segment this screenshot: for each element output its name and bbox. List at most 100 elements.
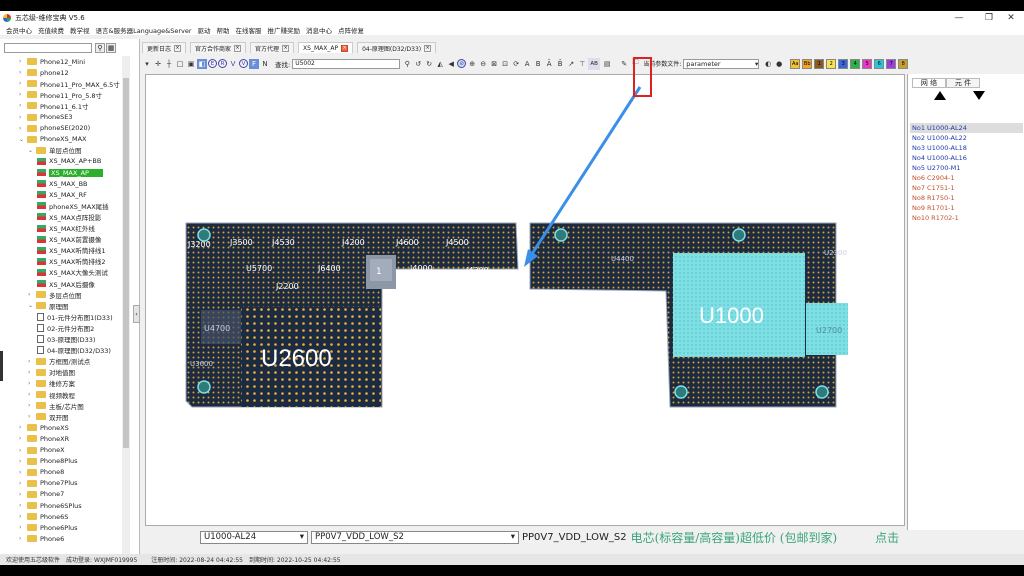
close-tab-icon[interactable]: × [174, 44, 182, 52]
document-tab[interactable]: 04-原理图(D32/D33)× [357, 42, 437, 53]
chevron-right-icon[interactable]: › [19, 457, 22, 465]
tree-node[interactable]: ›Phone8Plus [19, 456, 78, 467]
color-swatch[interactable]: 8 [898, 58, 909, 69]
tree-node[interactable]: ›PhoneXR [19, 433, 69, 444]
param-file-select[interactable]: parameter▾ [683, 58, 760, 69]
tree-node[interactable]: ›维修方案 [28, 378, 75, 389]
close-tab-icon[interactable]: × [424, 44, 432, 52]
tag-icon[interactable]: ⊤ [579, 59, 586, 68]
menu-item[interactable]: 帮助 [216, 26, 230, 35]
tree-node[interactable]: 02-元件分布图2 [37, 322, 94, 333]
color-swatch[interactable]: 4 [850, 58, 861, 69]
refresh-icon[interactable]: ⟳ [513, 59, 520, 68]
arrow-up-icon[interactable] [934, 91, 946, 100]
zoom-box-icon[interactable]: ⊡ [502, 59, 509, 68]
palette-icon[interactable]: ● [776, 59, 783, 68]
close-tab-icon[interactable]: × [234, 44, 242, 52]
tree-node[interactable]: ›Phone11_Pro_5.8寸 [19, 89, 102, 100]
chevron-down-icon[interactable]: ⌄ [19, 135, 25, 143]
chevron-right-icon[interactable]: › [28, 379, 31, 387]
fit-icon[interactable]: ⊠ [491, 59, 498, 68]
tree-node[interactable]: ›Phone7 [19, 489, 64, 500]
tree-node[interactable]: ›PhoneSE3 [19, 112, 73, 123]
menu-item[interactable]: 教学视 [70, 26, 90, 35]
tree-node[interactable]: ›PhoneXS [19, 422, 69, 433]
color-swatch[interactable]: 1 [814, 58, 825, 69]
chevron-right-icon[interactable]: › [19, 113, 22, 121]
edit-icon[interactable]: ✎ [621, 59, 628, 68]
toggle-icon[interactable]: ◐ [765, 59, 772, 68]
promo-banner[interactable]: 电芯(标容量/高容量)超低价 (包邮到家) [630, 530, 838, 545]
maximize-icon[interactable]: ❐ [984, 12, 994, 23]
tree-node[interactable]: ›Phone11_Pro_MAX_6.5寸 [19, 78, 120, 89]
arrow-down-icon[interactable] [973, 91, 985, 100]
mirror-icon[interactable]: ◀ [448, 59, 454, 68]
side-handle[interactable] [0, 351, 3, 381]
tree-search-input[interactable] [4, 42, 92, 53]
u1000-cpu[interactable] [673, 253, 805, 357]
chevron-right-icon[interactable]: › [19, 424, 22, 432]
tree-node[interactable]: ›Phone6 [19, 533, 64, 544]
document-tab[interactable]: 更新日志× [142, 42, 187, 53]
close-tab-icon[interactable]: × [341, 44, 349, 52]
tab-components[interactable]: 元 件 [946, 78, 980, 88]
net-list-item[interactable]: No9 R1701-1 [912, 204, 955, 212]
pin-icon[interactable]: ▾ [145, 59, 149, 68]
v-icon[interactable]: V [230, 59, 236, 68]
f-icon[interactable]: F [249, 58, 259, 69]
tree-node[interactable]: ›方框图/测试点 [28, 356, 90, 367]
side-b-icon[interactable]: B [535, 59, 541, 68]
net-select[interactable]: PP0V7_VDD_LOW_S2▾ [311, 530, 519, 544]
grid-icon[interactable]: ▦ [106, 42, 116, 53]
rotate-left-icon[interactable]: ↺ [415, 59, 422, 68]
close-tab-icon[interactable]: × [282, 44, 290, 52]
tree-node[interactable]: XS_MAX前置摄像 [37, 234, 101, 245]
net-list-item[interactable]: No10 R1702-1 [912, 214, 959, 222]
tree-node[interactable]: ›Phone6S [19, 511, 68, 522]
tree-node[interactable]: XS_MAX点阵投影 [37, 211, 101, 222]
chevron-right-icon[interactable]: › [19, 513, 22, 521]
circle-v-icon[interactable]: V [239, 59, 248, 68]
find-search-icon[interactable]: ⚲ [404, 59, 410, 68]
promo-click-link[interactable]: 点击 [875, 530, 900, 545]
close-icon[interactable]: ✕ [1007, 12, 1015, 23]
menu-item[interactable]: 会员中心 [6, 26, 32, 35]
tree-node[interactable]: ›Phone6Plus [19, 522, 78, 533]
tree-node[interactable]: XS_MAX听筒排线1 [37, 245, 105, 256]
menu-item[interactable]: 语言&服务器Language&Server [95, 26, 192, 35]
color-swatch[interactable]: 7 [886, 58, 897, 69]
chevron-right-icon[interactable]: › [28, 291, 31, 299]
color-swatch[interactable]: 6 [874, 58, 885, 69]
search-icon[interactable]: ⚲ [95, 42, 105, 53]
chevron-right-icon[interactable]: › [19, 502, 22, 509]
compass-icon[interactable]: ⊘ [457, 59, 467, 68]
collapse-panel-button[interactable]: ‹ [133, 305, 140, 323]
chevron-right-icon[interactable]: › [19, 490, 22, 498]
tree-node[interactable]: ›Phone8 [19, 467, 64, 478]
document-tab[interactable]: XS_MAX_AP× [298, 42, 354, 53]
tree-node[interactable]: ›phone12 [19, 67, 69, 78]
chevron-right-icon[interactable]: › [19, 91, 22, 99]
chevron-right-icon[interactable]: › [19, 102, 22, 110]
net-list-item[interactable]: No8 R1750-1 [912, 194, 955, 202]
chevron-right-icon[interactable]: › [19, 524, 22, 532]
menu-item[interactable]: 消息中心 [306, 26, 333, 35]
zoom-out-icon[interactable]: ⊖ [480, 59, 487, 68]
pin-select[interactable]: U1000-AL24▾ [200, 530, 308, 544]
chevron-right-icon[interactable]: › [28, 368, 31, 376]
color-swatch[interactable]: 3 [838, 58, 849, 69]
folder-icon[interactable]: 🗀 [631, 58, 639, 66]
zoom-in-icon[interactable]: ⊕ [469, 59, 476, 68]
tree-node[interactable]: ›主板/芯片图 [28, 400, 84, 411]
text-b-icon[interactable]: B̄ [557, 59, 563, 68]
tree-node[interactable]: ›视频教程 [28, 389, 75, 400]
tree-node[interactable]: XS_MAX听筒排线2 [37, 256, 105, 267]
chevron-right-icon[interactable]: › [28, 391, 31, 398]
tree-node[interactable]: ›Phone7Plus [19, 478, 78, 489]
rect-select-icon[interactable]: ▣ [187, 59, 195, 68]
tree-node[interactable]: ›Phone6SPlus [19, 500, 82, 511]
chevron-right-icon[interactable]: › [19, 468, 22, 476]
ab-toggle-button[interactable]: AB [588, 57, 601, 70]
circle-r-icon[interactable]: R [218, 59, 227, 68]
